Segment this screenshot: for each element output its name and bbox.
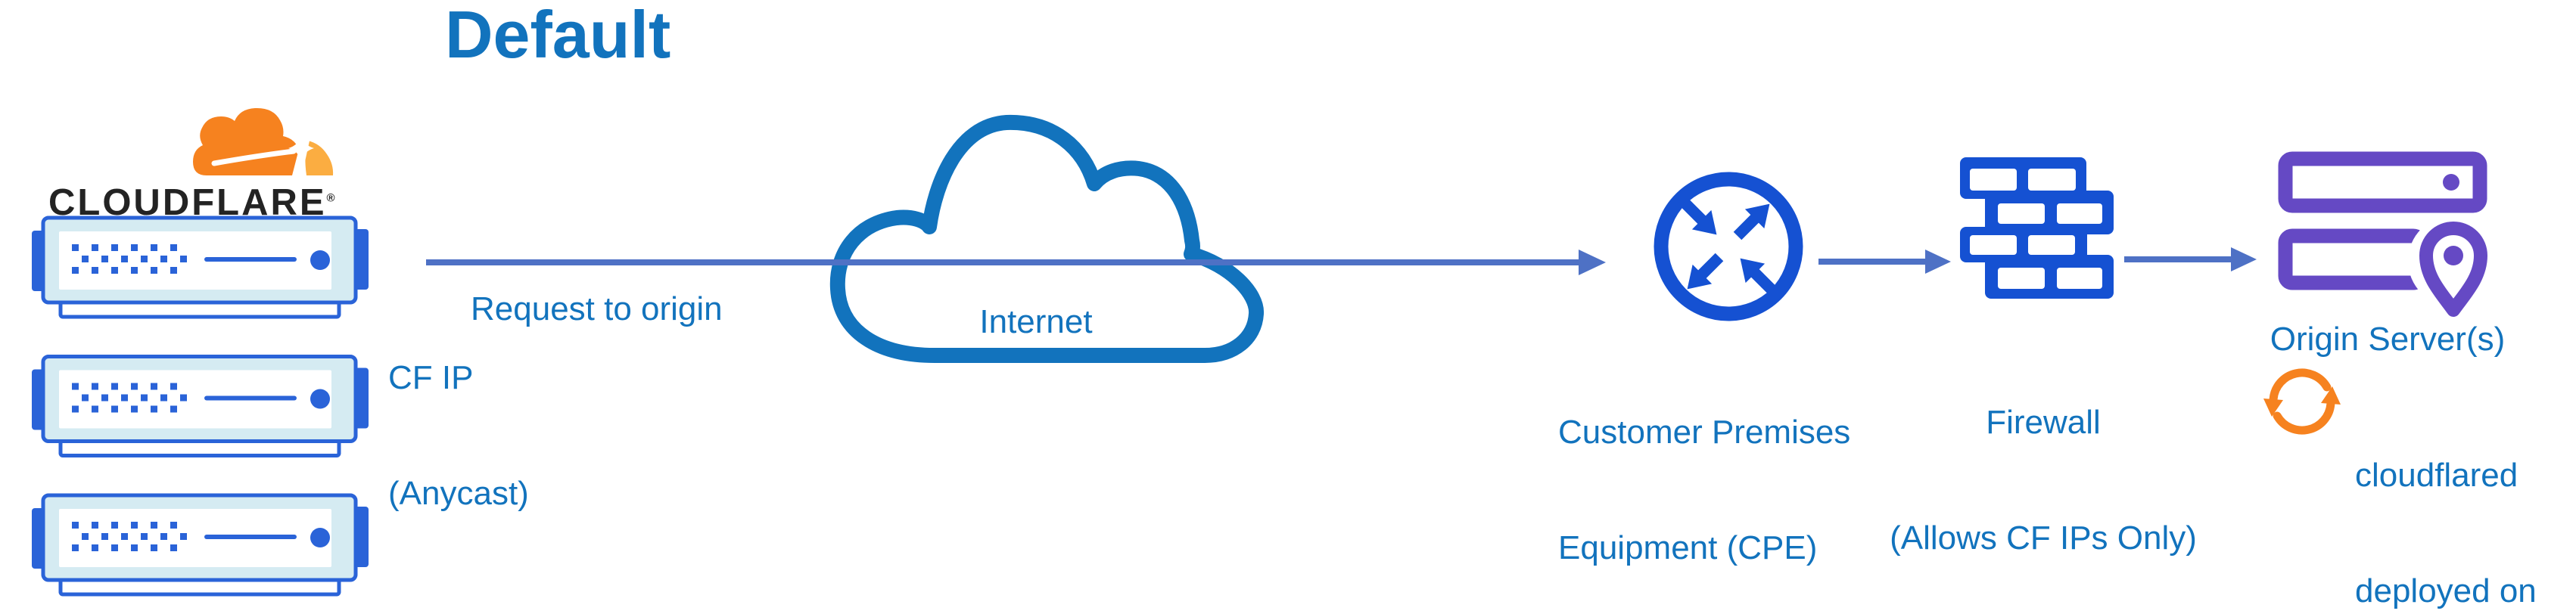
registered-trademark-symbol: ®	[326, 191, 335, 205]
cloudflared-label-line1: cloudflared	[2355, 457, 2518, 495]
cf-ip-line: CF IP	[388, 359, 474, 397]
request-to-origin-text: Request to origin	[471, 290, 723, 328]
internet-label: Internet	[979, 303, 1093, 340]
location-pin-icon	[2419, 222, 2487, 317]
cloudflare-server-icon	[32, 218, 369, 317]
cf-ip-anycast-label: CF IP (Anycast)	[388, 281, 529, 590]
firewall-label-line1: Firewall	[1986, 404, 2101, 442]
anycast-line: (Anycast)	[388, 475, 529, 513]
diagram-title: Default	[445, 0, 671, 72]
cpe-label-line2: Equipment (CPE)	[1558, 529, 1818, 567]
cloudflare-logo-icon	[193, 107, 334, 175]
cpe-router-icon	[1654, 172, 1803, 321]
cpe-label-line1: Customer Premises	[1558, 414, 1851, 451]
flow-arrow-main	[426, 250, 1606, 275]
request-to-origin-label: Request to origin	[471, 212, 723, 405]
cloudflare-server-icon	[32, 357, 369, 456]
origin-servers-label: Origin Server(s)	[2270, 321, 2506, 358]
cpe-label: Customer Premises Equipment (CPE)	[1558, 336, 1850, 614]
cloudflared-label-line2: deployed on	[2355, 572, 2537, 610]
firewall-label-line2: (Allows CF IPs Only)	[1890, 519, 2197, 557]
cloudflare-server-icon	[32, 495, 369, 594]
cloudflare-wordmark: CLOUDFLARE®	[48, 185, 335, 222]
internet-cloud-icon	[829, 114, 1264, 363]
origin-servers-icon	[2278, 151, 2499, 317]
firewall-icon	[1960, 157, 2114, 299]
cloudflare-wordmark-text: CLOUDFLARE	[48, 182, 327, 223]
flow-arrow-firewall-origin	[2124, 247, 2257, 271]
sync-icon	[2263, 368, 2341, 435]
cloudflared-label: cloudflared deployed on servers	[2355, 379, 2537, 614]
firewall-label: Firewall (Allows CF IPs Only)	[1862, 326, 2225, 614]
flow-arrow-cpe-firewall	[1818, 250, 1951, 274]
